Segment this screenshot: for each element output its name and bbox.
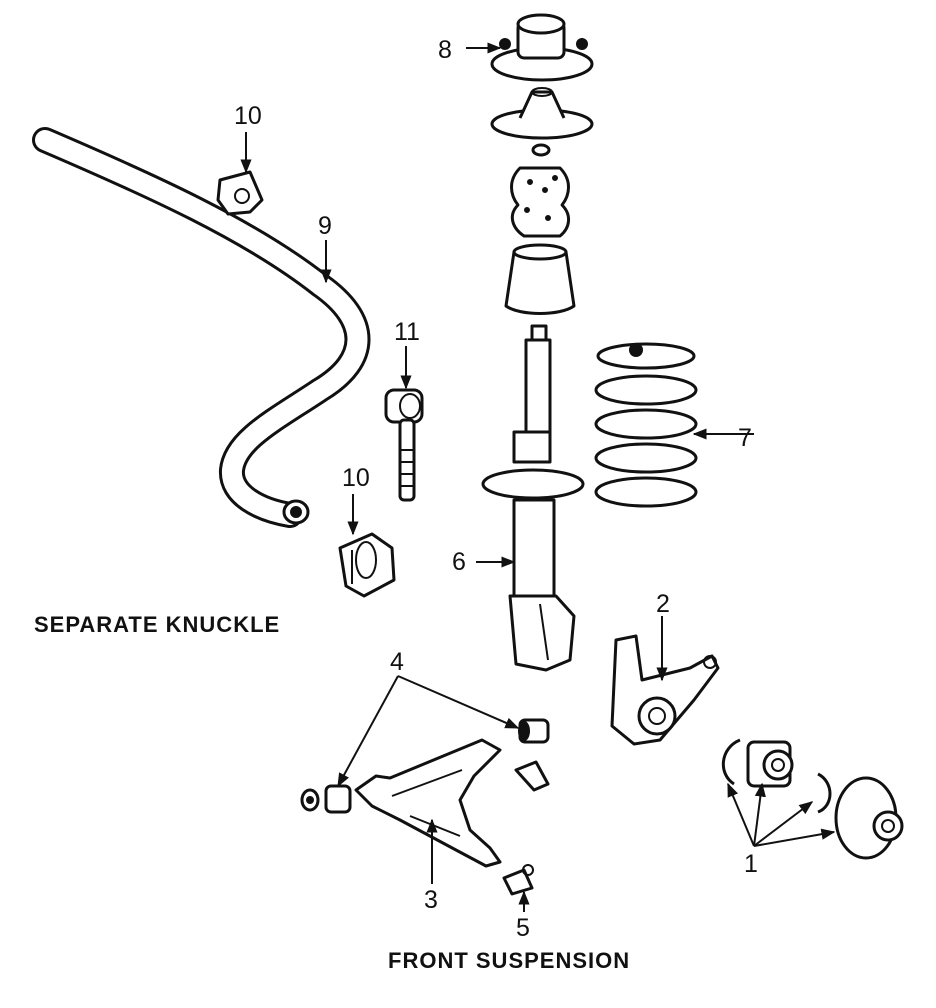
stabilizer-bushing-top [216,170,264,216]
caption-separate-knuckle: SEPARATE KNUCKLE [34,612,280,637]
callout-10-top: 10 [234,102,262,130]
ball-joint-nut [502,864,534,896]
callout-11: 11 [394,318,420,346]
callout-leaders [240,42,836,912]
strut-mount [490,13,594,82]
hub-bearing-assembly [721,738,904,860]
callout-5: 5 [516,914,530,942]
callout-6: 6 [452,548,466,576]
upper-spring-seat [490,87,594,140]
callout-3: 3 [424,886,438,914]
stabilizer-bushing-bottom [338,532,396,598]
callout-7: 7 [738,424,752,452]
coil-spring [594,342,698,508]
steering-knuckle [610,634,720,746]
control-arm-bushing-rear [518,718,550,744]
callout-4: 4 [390,648,404,676]
dust-boot [504,243,576,315]
control-arm-bushing-front [300,784,352,814]
stabilizer-bar [32,127,371,528]
callout-9: 9 [318,212,332,240]
strut-nut [531,143,551,157]
stabilizer-link [384,388,424,502]
callout-1: 1 [744,850,758,878]
strut-assembly [481,324,585,672]
callout-10-bottom: 10 [342,464,370,492]
control-arm-bracket [514,760,550,792]
callout-2: 2 [656,590,670,618]
lower-control-arm [354,738,502,868]
bump-stop [510,166,570,238]
callout-8: 8 [438,36,452,64]
caption-front-suspension: FRONT SUSPENSION [388,948,630,973]
